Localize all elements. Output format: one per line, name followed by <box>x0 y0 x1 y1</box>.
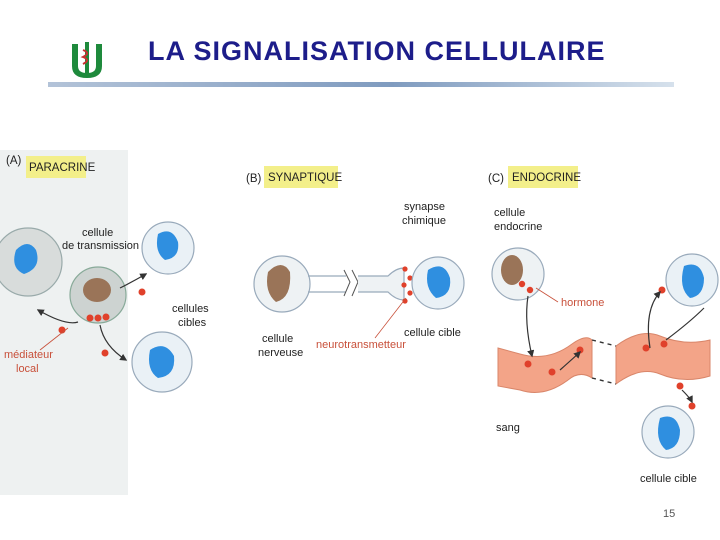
hormone-dot <box>524 360 532 368</box>
slide-title: LA SIGNALISATION CELLULAIRE <box>148 36 606 66</box>
blood-label: sang <box>496 422 520 434</box>
target-cell-bottom-nucleus <box>149 346 175 378</box>
target-cell-top-nucleus <box>156 231 179 260</box>
nerve-cell-label: cellule <box>262 333 293 345</box>
panel-c-title-highlight <box>508 166 578 188</box>
endocrine-target-label: cellule cible <box>640 473 697 485</box>
blood-vessel-continuation <box>591 339 617 385</box>
endocrine-arrow <box>665 307 705 341</box>
endocrine-cell-nucleus <box>501 255 523 285</box>
paracrine-signal-dot <box>94 314 102 322</box>
paracrine-signal-dot <box>101 349 109 357</box>
endocrine-target-nucleus <box>682 264 704 298</box>
hormone-dot <box>688 402 696 410</box>
local-mediator-label: local <box>16 363 39 375</box>
neurotransmitter-label: neurotransmetteur <box>316 339 406 351</box>
signaling-figure: (A) PARACRINE cellule de transmission ce… <box>0 150 720 500</box>
synapse-vesicle <box>402 298 408 304</box>
hormone-dot <box>676 382 684 390</box>
hormone-dot <box>642 344 650 352</box>
hormone-dot <box>526 286 534 294</box>
target-cells-label: cellules <box>172 303 209 315</box>
endocrine-arrow <box>526 295 535 358</box>
panel-c-title: ENDOCRINE <box>512 172 581 184</box>
panel-c-letter: (C) <box>488 173 504 185</box>
transmitting-cell-label: cellule <box>82 227 113 239</box>
neurotransmitter-pointer <box>374 297 407 339</box>
synapse-vesicle <box>407 275 413 281</box>
synapse-vesicle <box>402 266 408 272</box>
synapse-vesicle <box>407 290 413 296</box>
axon-terminal <box>358 267 405 301</box>
panel-b-title-highlight <box>264 166 338 188</box>
paracrine-signal-dot <box>102 313 110 321</box>
synapse-label: chimique <box>402 215 446 227</box>
blood-vessel <box>615 333 711 385</box>
synapse-vesicle <box>401 282 407 288</box>
mediator-pointer <box>39 327 69 351</box>
endocrine-target-nucleus <box>658 416 680 450</box>
hormone-pointer <box>535 287 559 303</box>
endocrine-cell-label: cellule <box>494 207 525 219</box>
paracrine-arrow <box>99 324 128 361</box>
endocrine-arrow <box>559 350 582 371</box>
synaptic-target-label: cellule cible <box>404 327 461 339</box>
hormone-dot <box>548 368 556 376</box>
title-divider <box>48 82 674 87</box>
blood-vessel <box>497 337 593 393</box>
panel-b-letter: (B) <box>246 173 262 185</box>
transmitting-cell-nucleus <box>83 278 111 302</box>
panel-a-title-highlight <box>26 156 86 178</box>
transmitting-cell-label: de transmission <box>62 240 139 252</box>
paracrine-arrow <box>119 273 148 289</box>
nerve-cell-label: nerveuse <box>258 347 303 359</box>
synapse-label: synapse <box>404 201 445 213</box>
panel-a-title: PARACRINE <box>29 162 96 174</box>
left-cell-nucleus <box>14 244 38 274</box>
endocrine-cell-label: endocrine <box>494 221 542 233</box>
hormone-label: hormone <box>561 297 604 309</box>
axon <box>308 275 346 293</box>
synaptic-target-nucleus <box>427 266 451 298</box>
panel-a-page-shadow <box>0 150 128 495</box>
paracrine-signal-dot <box>86 314 94 322</box>
local-mediator-label: médiateur <box>4 349 53 361</box>
hormone-dot <box>518 280 526 288</box>
panel-a-letter: (A) <box>6 155 22 167</box>
university-logo <box>68 40 106 82</box>
endocrine-arrow <box>681 389 693 404</box>
axon-break-mark <box>343 269 359 297</box>
paracrine-arrow <box>36 309 79 324</box>
paracrine-signal-dot <box>138 288 146 296</box>
hormone-dot <box>660 340 668 348</box>
endocrine-arrow <box>647 290 661 349</box>
panel-b-title: SYNAPTIQUE <box>268 172 342 184</box>
target-cells-label: cibles <box>178 317 207 329</box>
nerve-cell-nucleus <box>267 265 291 302</box>
page-number: 15 <box>663 508 676 520</box>
